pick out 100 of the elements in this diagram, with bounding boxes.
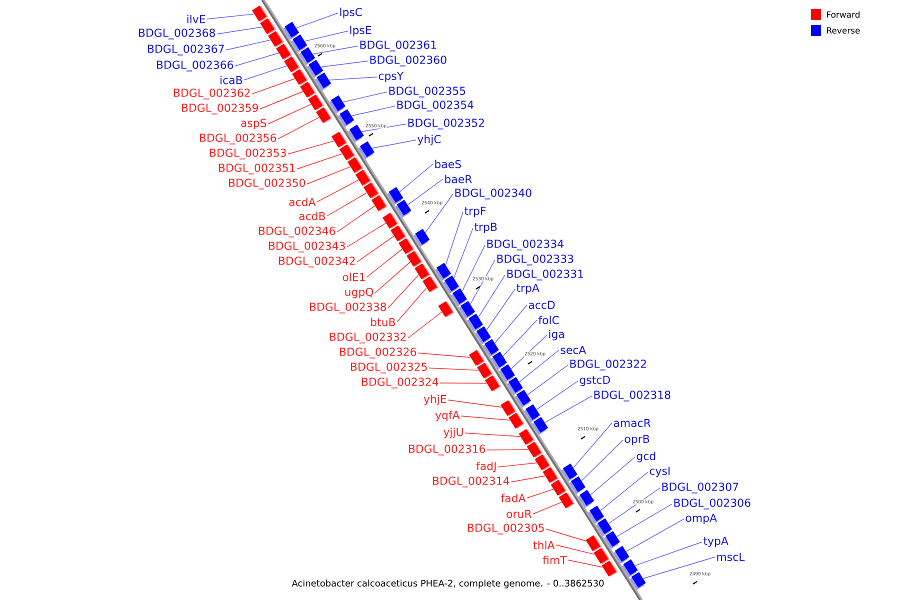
- gene-label: BDGL_002354: [397, 100, 474, 112]
- leader-line: [234, 52, 279, 66]
- gene-label: BDGL_002332: [330, 332, 406, 344]
- gene-block: [382, 212, 399, 229]
- gene-label: fimT: [542, 556, 567, 564]
- gene-block: [451, 288, 468, 306]
- gene-block: [435, 262, 452, 281]
- gene-label: trpA: [516, 284, 540, 294]
- gene-block: [387, 187, 404, 205]
- gene-block: [438, 301, 454, 318]
- gene-label: BDGL_002346: [259, 226, 336, 238]
- leader-line: [226, 40, 271, 50]
- gene-label: BDGL_002367: [148, 44, 224, 56]
- gene-label: BDGL_002334: [487, 240, 564, 250]
- gene-label: oprB: [624, 434, 650, 446]
- leader-line: [510, 476, 546, 482]
- leader-line: [440, 382, 487, 384]
- gene-block: [586, 535, 602, 552]
- gene-block: [578, 490, 594, 508]
- leader-line: [312, 46, 358, 54]
- gene-label: ugpQ: [345, 288, 374, 298]
- gene-label: aspS: [241, 118, 266, 130]
- gene-block: [500, 400, 517, 416]
- gene-block: [561, 464, 578, 482]
- leader-line: [462, 244, 486, 292]
- gene-label: typA: [704, 536, 728, 548]
- gene-label: baeS: [435, 160, 461, 168]
- gene-label: BDGL_002368: [139, 28, 216, 40]
- gene-label: BDGL_002350: [229, 178, 306, 190]
- gene-label: yqfA: [435, 410, 460, 422]
- gene-block: [291, 34, 308, 52]
- gene-label: BDGL_002362: [174, 88, 250, 100]
- leader-line: [296, 153, 342, 170]
- gene-label: BDGL_002338: [310, 302, 386, 314]
- leader-line: [502, 320, 538, 356]
- gene-block: [526, 442, 543, 458]
- leader-line: [544, 396, 592, 423]
- leader-line: [372, 140, 416, 149]
- gene-label: mscL: [717, 552, 745, 562]
- leader-line: [478, 274, 506, 318]
- leader-line: [206, 14, 254, 20]
- gene-block: [398, 238, 415, 254]
- gene-label: BDGL_002305: [468, 524, 544, 534]
- leader-line: [498, 462, 538, 468]
- gene-block: [596, 518, 612, 536]
- leader-line: [361, 124, 406, 132]
- leader-line: [328, 76, 378, 80]
- leader-line: [351, 106, 396, 116]
- leader-line: [470, 260, 496, 304]
- gene-label: BDGL_002366: [157, 60, 234, 72]
- gene-label: fadA: [501, 494, 526, 502]
- gene-label: olE1: [342, 272, 365, 282]
- gene-label: BDGL_002355: [389, 86, 466, 98]
- leader-line: [216, 26, 263, 34]
- leader-line: [536, 380, 578, 410]
- leader-line: [418, 352, 471, 358]
- leader-line: [288, 140, 334, 154]
- gene-label: BDGL_002353: [210, 148, 286, 160]
- leader-line: [346, 222, 386, 248]
- leader-line: [486, 449, 529, 450]
- leader-line: [244, 65, 288, 80]
- leader-line: [616, 504, 672, 537]
- gene-block: [307, 60, 324, 78]
- leader-line: [356, 236, 394, 262]
- gene-label: gcd: [636, 452, 656, 462]
- leader-line: [342, 92, 388, 102]
- leader-line: [590, 456, 636, 496]
- gene-block: [622, 559, 638, 578]
- gene-block: [331, 132, 348, 148]
- gene-block: [588, 506, 604, 524]
- leader-line: [374, 262, 411, 294]
- gene-label: lpsE: [350, 26, 372, 36]
- gene-label: yjjU: [444, 428, 463, 438]
- gene-block: [508, 412, 525, 429]
- leader-line: [320, 60, 368, 68]
- gene-block: [283, 22, 300, 40]
- gene-block: [395, 200, 412, 218]
- leader-line: [526, 488, 554, 498]
- leader-line: [260, 91, 304, 110]
- leader-line: [608, 488, 660, 524]
- gene-block: [371, 195, 388, 212]
- leader-line: [278, 116, 320, 140]
- gene-block: [630, 572, 646, 590]
- gene-block: [604, 531, 620, 549]
- leader-line: [407, 178, 444, 206]
- leader-line: [448, 400, 502, 408]
- gene-block: [363, 182, 380, 198]
- gene-block: [339, 144, 356, 160]
- gene-label: BDGL_002360: [370, 56, 446, 66]
- leader-line: [581, 440, 624, 482]
- gene-block: [534, 454, 551, 470]
- gene-label: baeR: [445, 174, 472, 184]
- leader-line: [454, 228, 474, 278]
- gene-label: BDGL_002340: [455, 188, 532, 200]
- gene-block: [300, 82, 316, 98]
- gene-label: BDGL_002352: [408, 118, 484, 130]
- leader-line: [396, 287, 427, 322]
- gene-block: [459, 300, 476, 319]
- leader-line: [460, 416, 510, 421]
- gene-label: BDGL_002331: [507, 270, 584, 280]
